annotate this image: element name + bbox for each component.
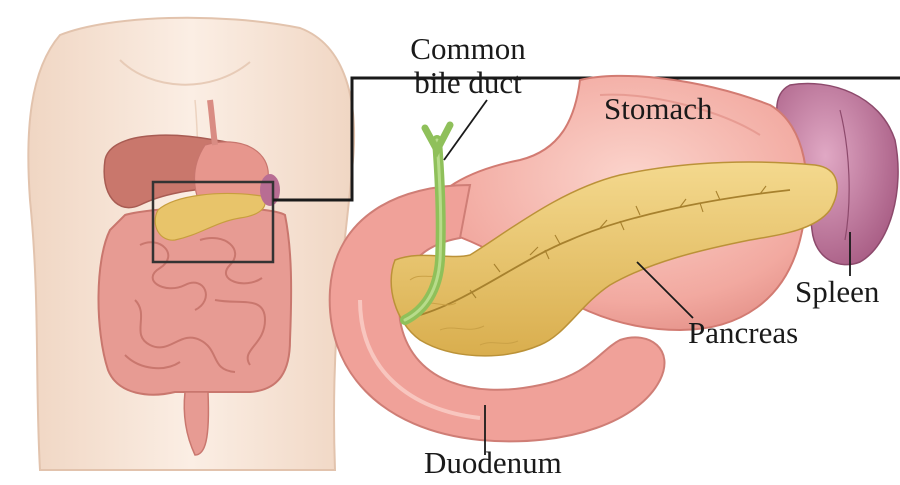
- label-common-bile-duct-line2: bile duct: [388, 66, 548, 100]
- large-intestine: [98, 208, 291, 395]
- label-common-bile-duct-line1: Common: [388, 32, 548, 66]
- label-duodenum: Duodenum: [424, 446, 562, 480]
- label-stomach: Stomach: [604, 92, 713, 126]
- label-pancreas: Pancreas: [688, 316, 798, 350]
- label-spleen: Spleen: [795, 275, 879, 309]
- detailed-view: [330, 76, 898, 442]
- label-common-bile-duct: Common bile duct: [388, 32, 548, 100]
